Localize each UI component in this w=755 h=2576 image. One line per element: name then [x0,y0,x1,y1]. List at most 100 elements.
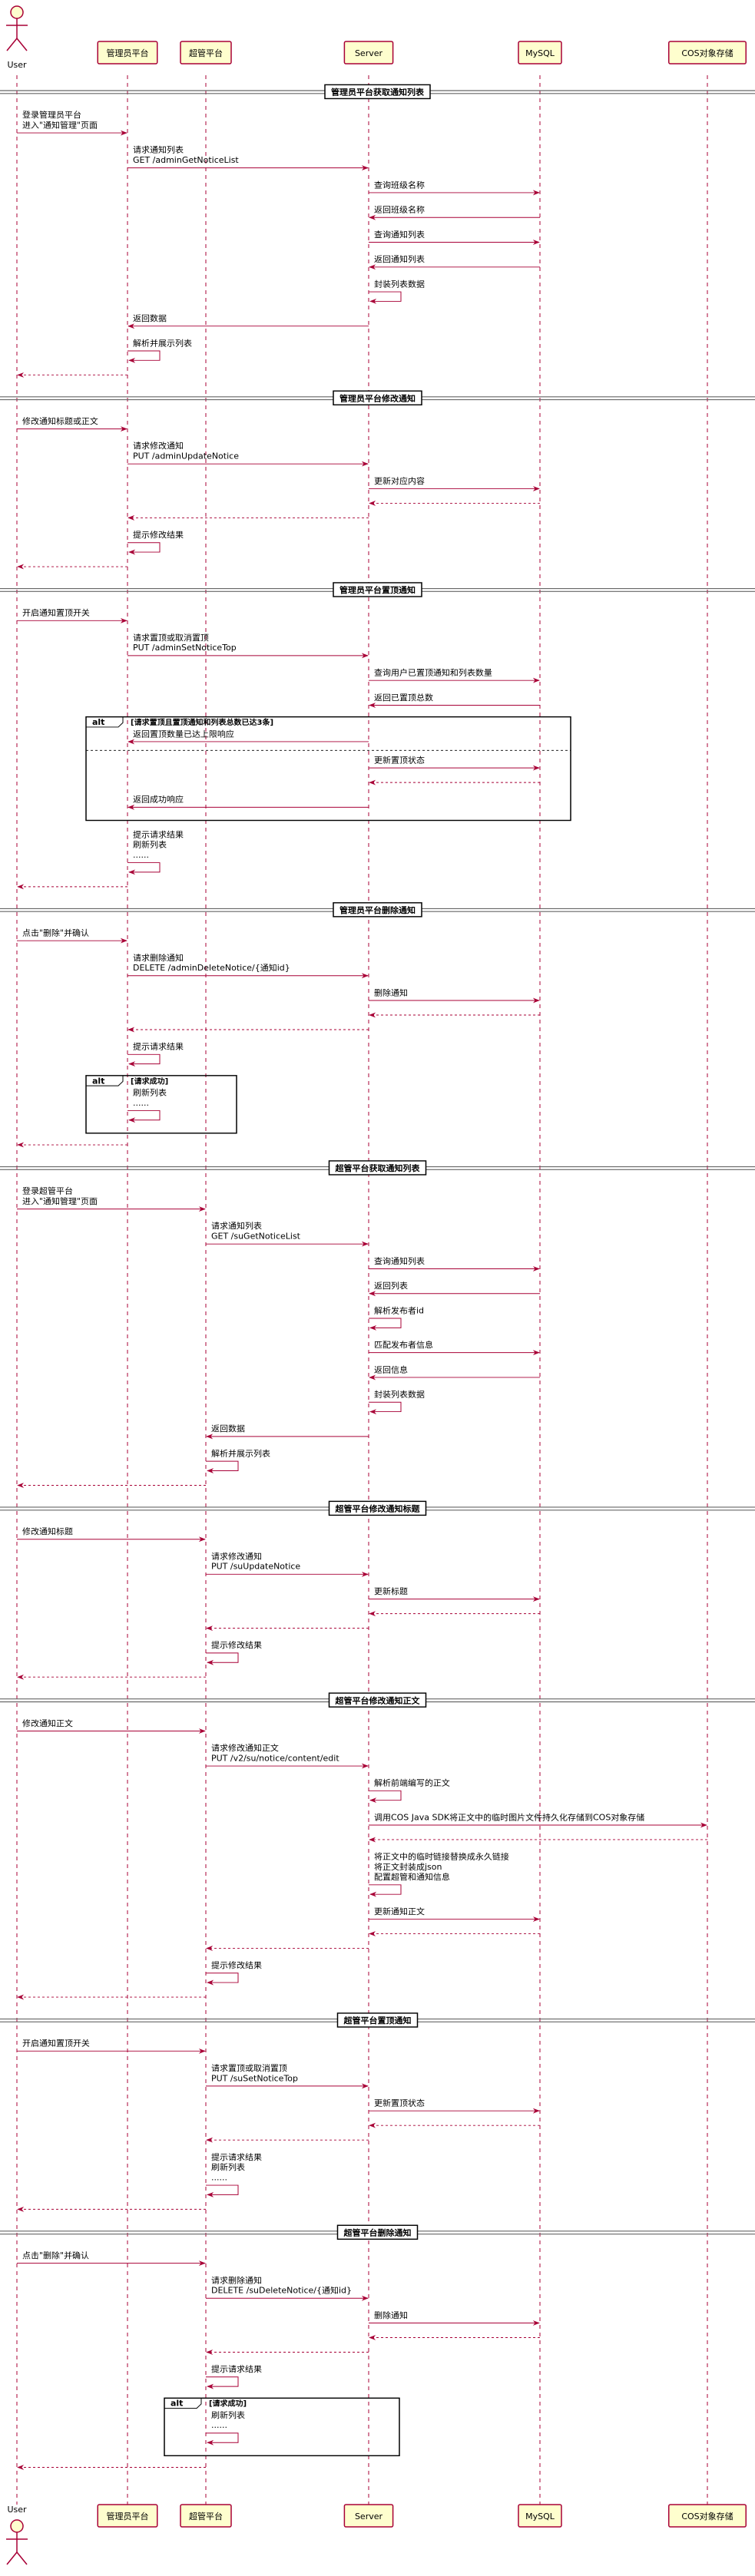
message-label: 进入"通知管理"页面 [22,1196,98,1206]
participant-cos-top: COS对象存储 [668,41,747,64]
message: 更新置顶状态 [369,756,540,771]
message-label: 请求通知列表 [133,145,184,155]
message: 返回班级名称 [369,205,540,220]
self-arrow [206,2432,239,2445]
message-label: 查询班级名称 [374,180,425,190]
section-title: 超管平台修改通知标题 [335,1504,420,1514]
message: 返回数据 [127,313,369,329]
message-label: PUT /adminUpdateNotice [133,451,239,461]
message-label: 删除通知 [374,988,408,998]
message-label: 返回置顶数量已达上限响应 [133,729,234,739]
self-arrow [369,1790,402,1804]
message-label: 封装列表数据 [374,279,425,289]
message-label: 登录超管平台 [22,1186,73,1196]
self-arrow [206,2376,239,2389]
message-label: 请求修改通知 [133,441,184,451]
participant-server-bottom: Server [343,2504,394,2528]
section-divider: 超管平台修改通知正文 [0,1692,755,1708]
alt-fragment: alt[请求成功] [164,2397,400,2457]
message-label: 刷新列表 [133,1088,167,1098]
message-label: 返回列表 [374,1281,408,1291]
message-label: 返回已置顶总数 [374,693,433,703]
participant-label: MySQL [525,48,555,58]
message-label: DELETE /adminDeleteNotice/{通知id} [133,963,290,973]
message-label: 更新标题 [374,1586,408,1596]
self-arrow [369,1884,402,1897]
participant-label: User [7,2505,27,2515]
message-label: 点击"删除"并确认 [22,2250,89,2260]
alt-keyword: alt [92,717,104,727]
message-label: 修改通知标题 [22,1526,73,1536]
message: 解析发布者id [369,1306,424,1331]
message-label: GET /suGetNoticeList [211,1232,300,1242]
section-title: 管理员平台置顶通知 [339,585,416,595]
message: 更新对应内容 [369,476,540,491]
message-label: ...... [133,1098,149,1108]
participant-label: Server [355,48,383,58]
message-label: 刷新列表 [211,2410,245,2420]
section-title: 管理员平台删除通知 [339,905,416,915]
message-label: PUT /v2/su/notice/content/edit [211,1754,339,1764]
message-label: 开启通知置顶开关 [22,608,90,618]
message: 提示请求结果刷新列表...... [206,2152,262,2197]
participant-user-bottom: User [6,2505,28,2565]
self-arrow [206,2184,239,2197]
participant-label: 超管平台 [189,2511,223,2521]
message: 调用COS Java SDK将正文中的临时图片文件持久化存储到COS对象存储 [369,1813,707,1828]
message-label: 提示修改结果 [133,530,184,540]
message-label: 更新置顶状态 [374,756,425,766]
message-label: DELETE /suDeleteNotice/{通知id} [211,2286,352,2296]
section-title: 管理员平台获取通知列表 [331,88,424,98]
message: 点击"删除"并确认 [17,2250,206,2267]
section-title: 超管平台获取通知列表 [335,1163,420,1173]
message-label: 调用COS Java SDK将正文中的临时图片文件持久化存储到COS对象存储 [374,1813,645,1823]
participant-admin-bottom: 管理员平台 [97,2504,158,2528]
message: 封装列表数据 [369,1390,425,1414]
message: 刷新列表...... [206,2410,245,2445]
section-divider: 超管平台删除通知 [0,2224,755,2240]
message-label: 提示请求结果 [133,1042,184,1052]
message-label: 返回数据 [133,313,167,323]
message-label: 返回班级名称 [374,205,425,215]
message: 更新通知正文 [369,1906,540,1922]
message: 提示请求结果 [206,2364,262,2389]
message: 修改通知标题或正文 [17,416,127,432]
message-label: 修改通知正文 [22,1718,73,1728]
message-label: 封装列表数据 [374,1390,425,1400]
message-label: 查询通知列表 [374,1256,425,1266]
message-label: 提示请求结果 [133,830,184,840]
message-label: 修改通知标题或正文 [22,416,98,426]
participant-admin-top: 管理员平台 [97,41,158,64]
message: 开启通知置顶开关 [17,608,127,623]
self-arrow [127,1053,161,1067]
message-label: 查询用户已置顶通知和列表数量 [374,668,492,678]
message: 匹配发布者信息 [369,1340,540,1356]
participant-mysql-top: MySQL [518,41,562,64]
message-label: 请求通知列表 [211,1222,262,1232]
participant-mysql-bottom: MySQL [518,2504,562,2528]
message: 返回置顶数量已达上限响应 [127,729,369,745]
message-label: 返回数据 [211,1424,245,1433]
section-title: 超管平台置顶通知 [343,2016,411,2026]
section-divider: 超管平台获取通知列表 [0,1160,755,1176]
message: 开启通知置顶开关 [17,2039,206,2054]
message-label: 请求修改通知正文 [211,1743,279,1753]
message: 解析并展示列表 [127,339,192,363]
message-label: 返回信息 [374,1365,408,1375]
self-arrow [127,542,161,555]
message-label: 登录管理员平台 [22,110,81,120]
message-label: 查询通知列表 [374,230,425,240]
message: 返回信息 [369,1365,540,1381]
message-label: 请求删除通知 [211,2276,262,2286]
self-arrow [206,1652,239,1665]
message: 返回列表 [369,1281,540,1297]
self-arrow [369,1401,402,1414]
self-arrow [369,1318,402,1331]
section-title: 管理员平台修改通知 [339,394,416,404]
